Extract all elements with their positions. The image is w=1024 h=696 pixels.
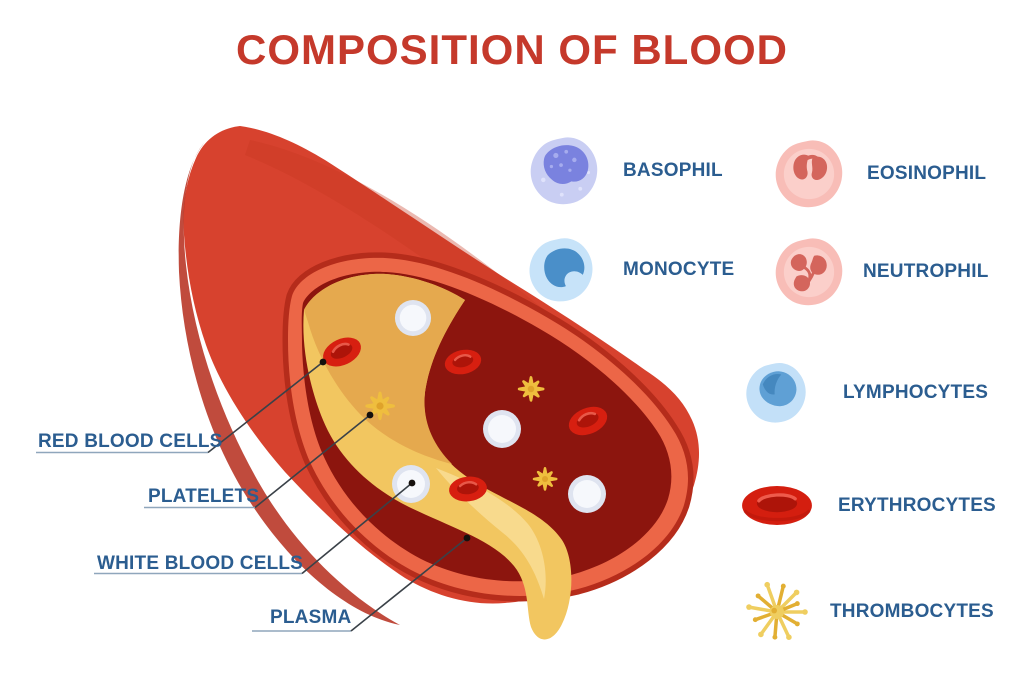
basophil-label: BASOPHIL <box>623 160 723 181</box>
thrombocytes-label: THROMBOCYTES <box>830 601 994 622</box>
plasma-label: PLASMA <box>270 607 352 628</box>
thrombocyte-cell-icon <box>746 581 808 640</box>
leader-line <box>207 361 468 632</box>
vessel-wall-top-shading <box>245 140 642 425</box>
label-underline <box>36 451 351 632</box>
legend-item-erythrocytes: ERYTHROCYTES <box>740 482 996 529</box>
legend-item-neutrophil: NEUTROPHIL <box>772 235 989 309</box>
erythrocyte-cell-icon <box>742 486 812 525</box>
neutrophil-label: NEUTROPHIL <box>863 261 989 282</box>
legend-item-thrombocytes: THROMBOCYTES <box>742 577 994 647</box>
legend-item-eosinophil: EOSINOPHIL <box>772 137 986 211</box>
basophil-cell-icon <box>530 137 598 205</box>
monocyte-label: MONOCYTE <box>623 259 735 280</box>
white-blood-cells-label: WHITE BLOOD CELLS <box>97 553 304 574</box>
lymphocytes-label: LYMPHOCYTES <box>843 382 989 403</box>
page-title: COMPOSITION OF BLOOD <box>236 26 788 73</box>
platelets-label: PLATELETS <box>148 486 260 507</box>
eosinophil-label: EOSINOPHIL <box>867 163 987 184</box>
vessel-wall-shading <box>178 142 400 625</box>
lymphocyte-cell-icon <box>746 363 806 423</box>
plasma-highlight <box>436 468 546 599</box>
legend-item-lymphocytes: LYMPHOCYTES <box>743 360 988 426</box>
legend-item-basophil: BASOPHIL <box>527 134 723 208</box>
monocyte-cell-icon <box>529 238 593 302</box>
erythrocytes-label: ERYTHROCYTES <box>838 494 996 516</box>
leader-dot <box>319 358 471 542</box>
eosinophil-cell-icon <box>775 140 843 208</box>
legend-item-monocyte: MONOCYTE <box>526 235 734 305</box>
neutrophil-cell-icon <box>775 238 843 306</box>
red-blood-cells-label: RED BLOOD CELLS <box>38 431 223 452</box>
